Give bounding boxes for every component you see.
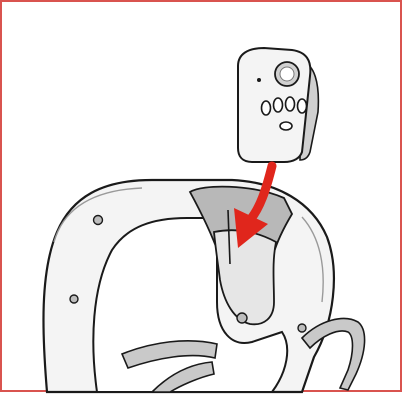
oval-button-icon — [286, 97, 295, 111]
screw-hole-left-lower — [70, 295, 78, 303]
screw-hole-left-upper — [94, 216, 103, 225]
remote-control — [238, 48, 318, 162]
screw-hole-right — [298, 324, 306, 332]
oval-button-icon — [280, 122, 292, 130]
screw-hole-center — [237, 313, 247, 323]
small-dot-icon — [257, 78, 261, 82]
holder-cradle — [43, 180, 333, 392]
oval-button-icon — [274, 98, 283, 112]
oval-button-icon — [262, 101, 271, 115]
oval-button-icon — [298, 99, 307, 113]
round-top-button-inner — [280, 67, 294, 81]
